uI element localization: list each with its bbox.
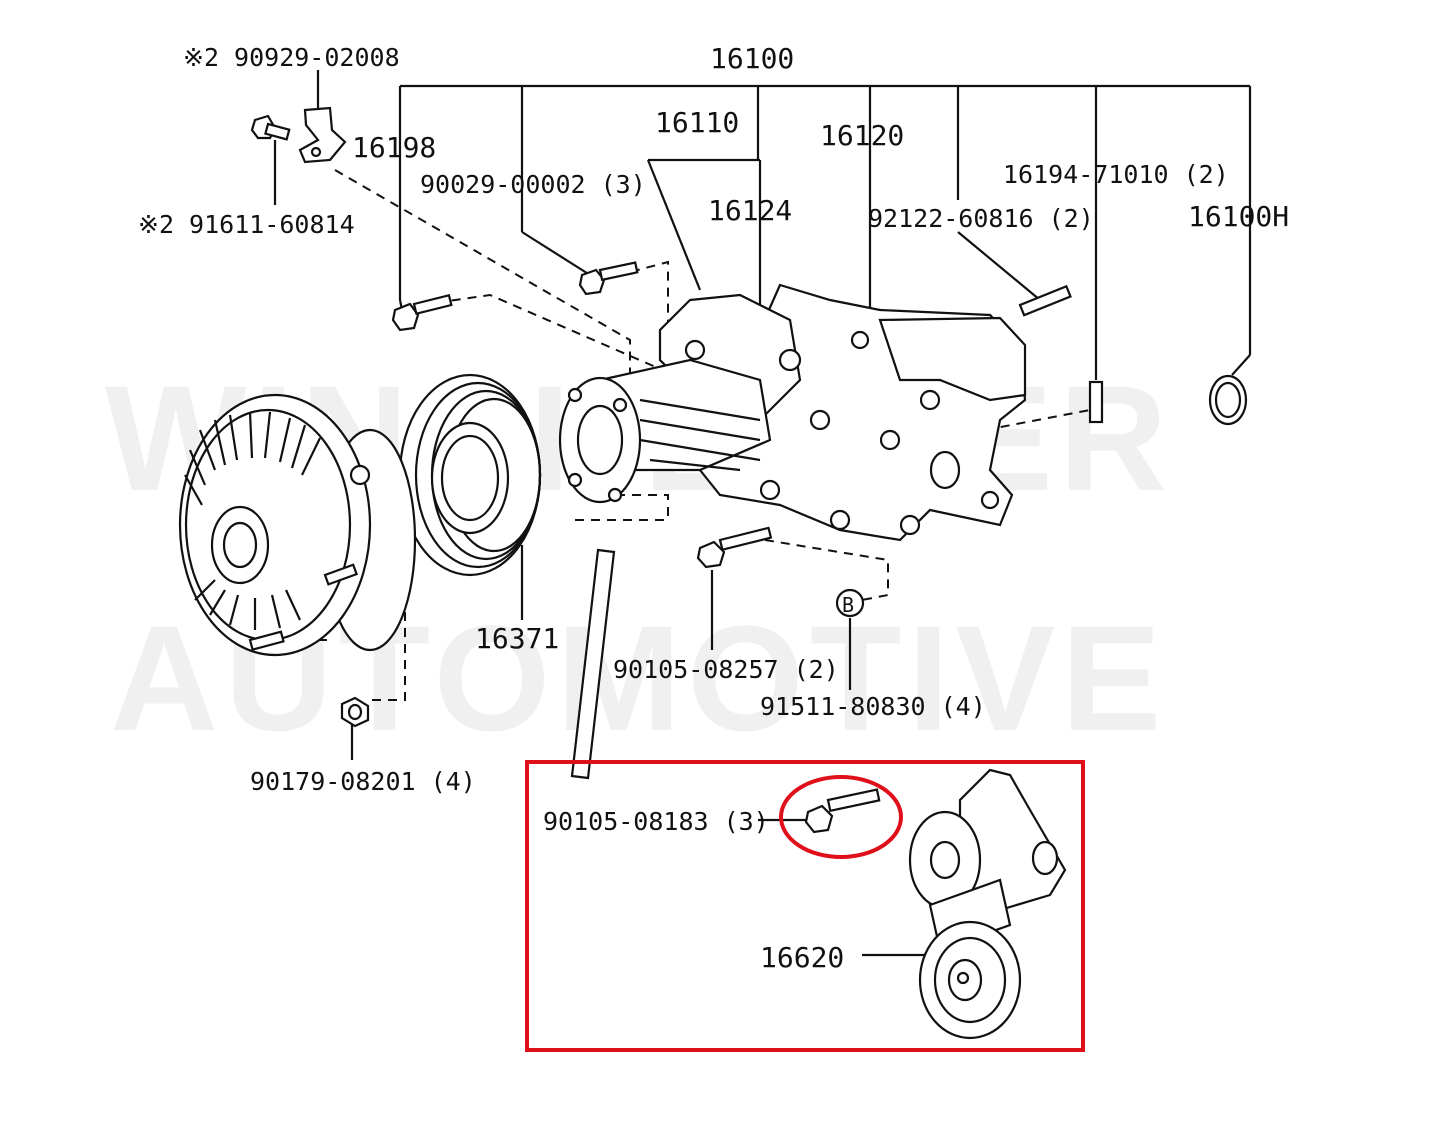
bolt-90029-00002	[578, 261, 639, 296]
label-90105-08257: 90105-08257 (2)	[613, 655, 839, 684]
stud-92122-60816	[1018, 284, 1072, 317]
fan-clutch	[178, 393, 417, 657]
label-16198: 16198	[352, 131, 436, 164]
label-16124: 16124	[708, 194, 792, 227]
marker-b-label: B	[842, 593, 854, 617]
highlight-box	[525, 760, 1085, 1052]
pump-hub-flange	[558, 376, 642, 504]
highlight-circle	[779, 775, 903, 859]
label-16120: 16120	[820, 119, 904, 152]
nut-90179-08201	[340, 696, 370, 728]
label-90029-00002: 90029-00002 (3)	[420, 170, 646, 199]
water-pump-body	[588, 283, 1027, 542]
bolt-91611-60814	[250, 114, 291, 141]
label-90179-08201: 90179-08201 (4)	[250, 767, 476, 796]
label-90929-02008: ※2 90929-02008	[183, 43, 400, 72]
label-16100: 16100	[710, 42, 794, 75]
bolt-left-upper	[391, 293, 453, 332]
assembly-bracket-16100	[398, 84, 1252, 380]
label-90105-08183: 90105-08183 (3)	[543, 807, 769, 836]
bracket-90929-02008	[298, 106, 347, 164]
label-16100h: 16100H	[1188, 200, 1289, 233]
bolt-90105-08257	[696, 526, 773, 569]
label-16194-71010: 16194-71010 (2)	[1003, 160, 1229, 189]
label-16110: 16110	[655, 106, 739, 139]
pulley-16371	[398, 373, 542, 577]
label-16620: 16620	[760, 941, 844, 974]
pin-rod	[570, 548, 616, 780]
label-92122-60816: 92122-60816 (2)	[868, 204, 1094, 233]
stud-16194-71010	[1088, 380, 1104, 424]
label-91511-80830: 91511-80830 (4)	[760, 692, 986, 721]
belt-tensioner-16620	[908, 768, 1067, 1040]
reference-marker-b	[835, 588, 865, 618]
label-91611-60814: ※2 91611-60814	[138, 210, 355, 239]
bolt-90105-08183	[804, 788, 881, 834]
label-16371: 16371	[475, 622, 559, 655]
